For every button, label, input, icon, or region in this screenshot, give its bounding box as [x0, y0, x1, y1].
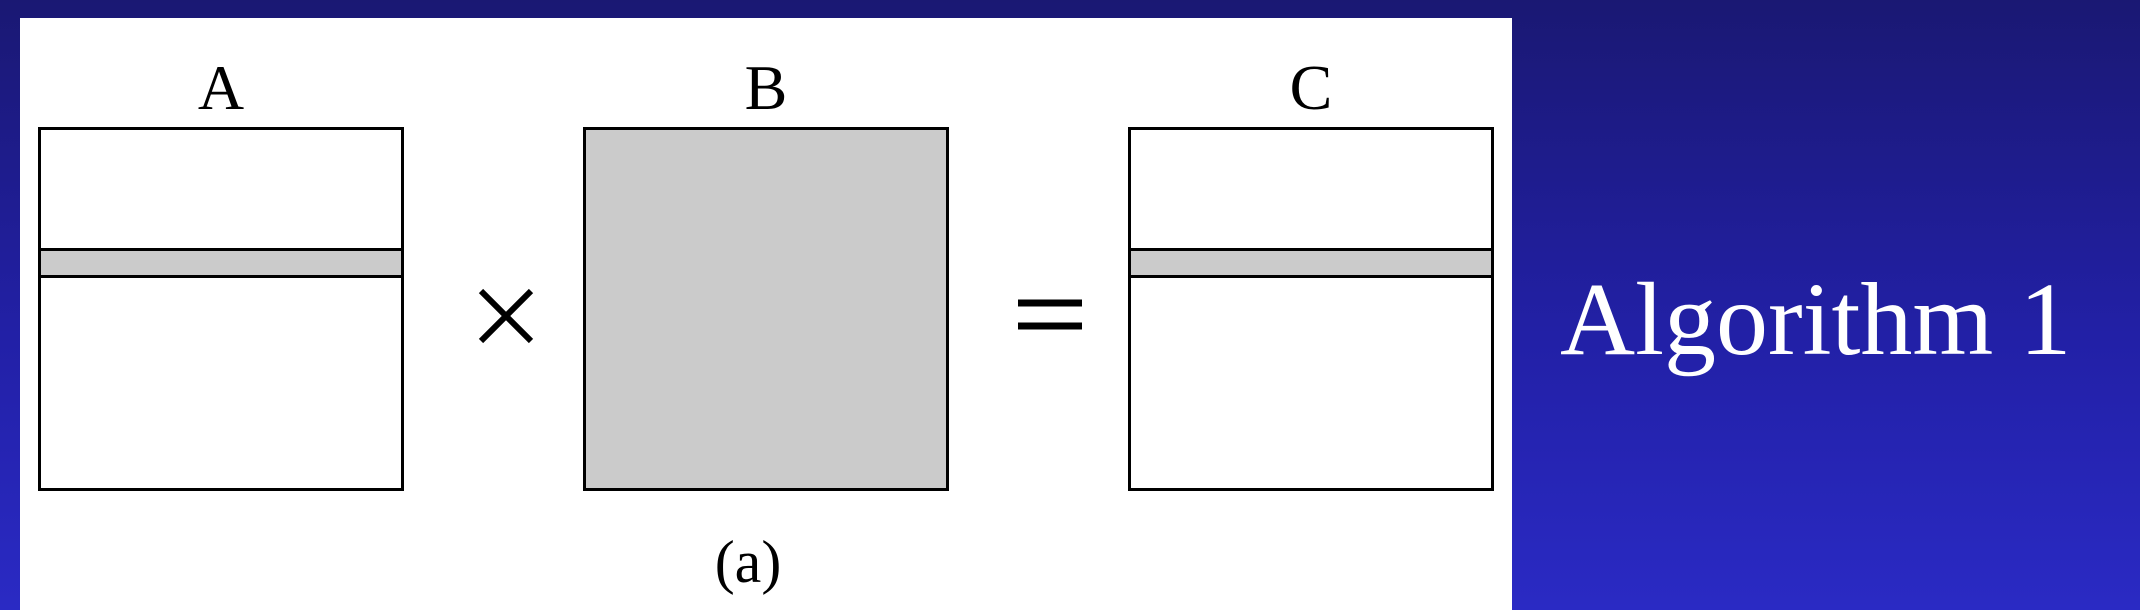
figure-panel: A B C (a) — [20, 18, 1512, 610]
matrix-a — [38, 127, 404, 491]
matrix-b — [583, 127, 949, 491]
equals-icon — [1018, 299, 1082, 330]
matrix-c-row-band — [1131, 248, 1491, 278]
matrix-b-label: B — [744, 52, 788, 123]
slide-title: Algorithm 1 — [1560, 262, 2072, 377]
multiply-icon — [478, 288, 534, 344]
matrix-a-label: A — [197, 52, 245, 123]
matrix-c — [1128, 127, 1494, 491]
matrix-c-label: C — [1289, 52, 1333, 123]
matrix-a-row-band — [41, 248, 401, 278]
figure-caption: (a) — [714, 529, 782, 595]
